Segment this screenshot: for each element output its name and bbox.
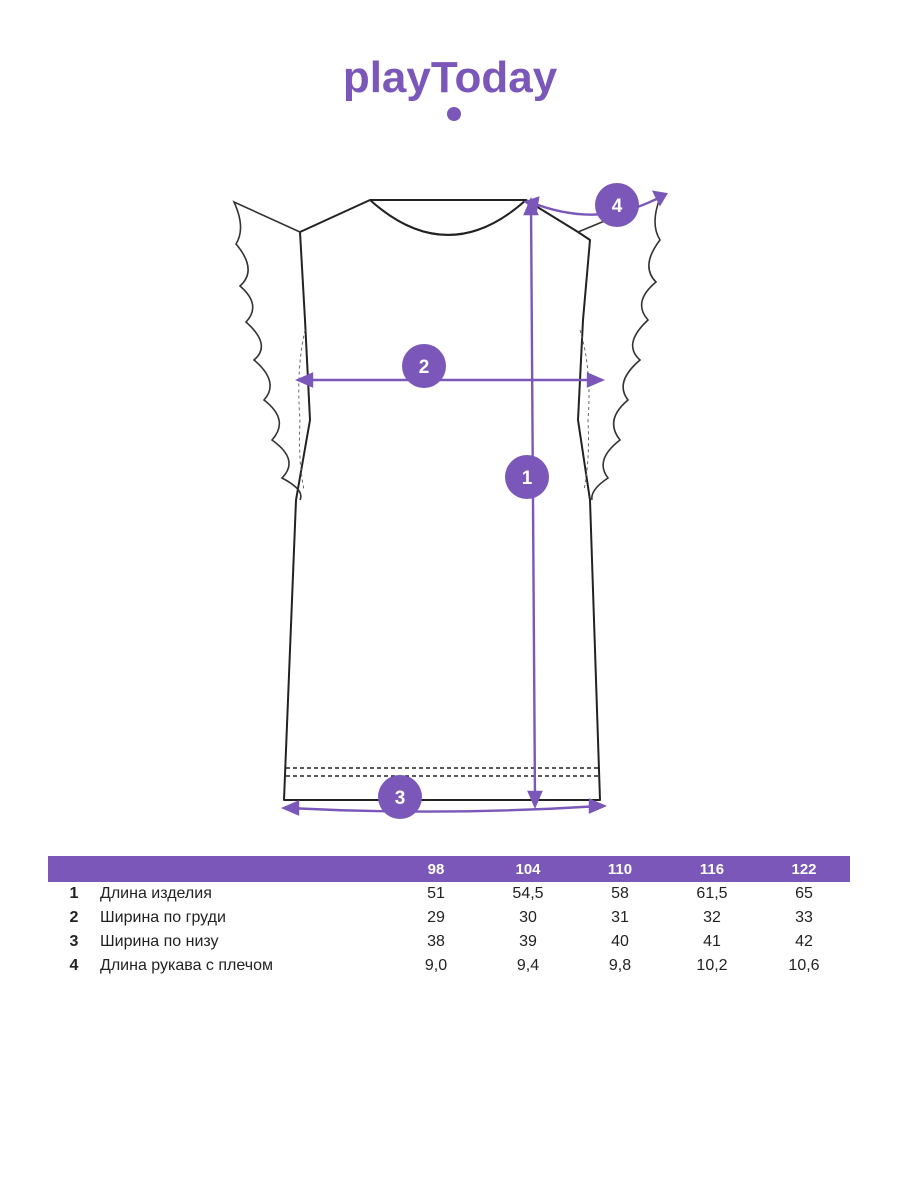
svg-text:3: 3 <box>395 788 406 809</box>
row-value: 54,5 <box>512 885 544 902</box>
row-value: 33 <box>795 909 813 926</box>
arrowhead <box>651 190 668 207</box>
table-row: 1 Длина изделия 51 54,5 58 61,5 65 <box>48 882 850 906</box>
marker-1: 1 <box>505 455 549 499</box>
measurement-lines <box>280 190 668 816</box>
row-value: 41 <box>703 933 721 950</box>
row-value: 32 <box>703 909 721 926</box>
size-header-110: 110 <box>574 856 666 882</box>
row-value: 9,4 <box>516 957 540 974</box>
row-label: Ширина по груди <box>100 909 226 926</box>
arrowhead <box>523 196 540 213</box>
header-empty-label <box>100 856 390 882</box>
size-header-122: 122 <box>758 856 850 882</box>
arrowhead <box>586 372 606 388</box>
row-value: 10,6 <box>788 957 820 974</box>
size-chart-table: 98 104 110 116 122 1 Длина изделия 51 54… <box>48 856 850 978</box>
size-header-116: 116 <box>666 856 758 882</box>
row-value: 10,2 <box>696 957 728 974</box>
row-number: 1 <box>69 885 79 902</box>
row-value: 31 <box>611 909 629 926</box>
row-number: 2 <box>69 909 79 926</box>
brand-logo-mark: playToday <box>343 53 558 121</box>
left-ruffle-inner <box>298 329 306 491</box>
row-number: 3 <box>69 933 79 950</box>
measure-line-hem <box>287 804 601 813</box>
arrowhead <box>280 800 300 816</box>
size-header-98: 98 <box>390 856 482 882</box>
row-value: 65 <box>795 885 813 902</box>
brand-logo: playToday <box>0 50 900 130</box>
row-value: 38 <box>427 933 445 950</box>
size-header-row: 98 104 110 116 122 <box>48 856 850 882</box>
row-value: 61,5 <box>696 885 728 902</box>
right-ruffle <box>577 196 662 501</box>
row-value: 42 <box>795 933 813 950</box>
brand-logo-text: playToday <box>343 53 558 102</box>
dress-outline <box>283 199 601 801</box>
svg-text:1: 1 <box>522 468 533 489</box>
row-number: 4 <box>69 957 79 974</box>
row-label: Длина рукава с плечом <box>100 957 273 974</box>
arrowhead <box>294 372 314 388</box>
measure-line-length <box>529 203 537 801</box>
brand-logo-dot <box>447 107 461 121</box>
marker-3: 3 <box>378 775 422 819</box>
arrowhead <box>527 790 543 810</box>
table-row: 3 Ширина по низу 38 39 40 41 42 <box>48 930 850 954</box>
garment-sketch: 1 2 3 4 <box>232 183 668 819</box>
size-header-104: 104 <box>482 856 574 882</box>
row-value: 9,0 <box>424 957 448 974</box>
svg-text:2: 2 <box>419 357 430 378</box>
left-ruffle <box>232 200 302 501</box>
row-value: 51 <box>427 885 445 902</box>
row-value: 39 <box>519 933 537 950</box>
row-label: Ширина по низу <box>100 933 219 950</box>
arrowhead <box>588 798 608 814</box>
row-value: 29 <box>427 909 445 926</box>
header-empty-num <box>48 856 100 882</box>
row-value: 58 <box>611 885 629 902</box>
marker-2: 2 <box>402 344 446 388</box>
svg-text:4: 4 <box>612 196 623 217</box>
row-value: 40 <box>611 933 629 950</box>
marker-4: 4 <box>595 183 639 227</box>
table-row: 2 Ширина по груди 29 30 31 32 33 <box>48 906 850 930</box>
row-value: 9,8 <box>608 957 632 974</box>
row-label: Длина изделия <box>100 885 212 902</box>
table-row: 4 Длина рукава с плечом 9,0 9,4 9,8 10,2… <box>48 954 850 978</box>
right-ruffle-inner <box>579 329 590 491</box>
row-value: 30 <box>519 909 537 926</box>
